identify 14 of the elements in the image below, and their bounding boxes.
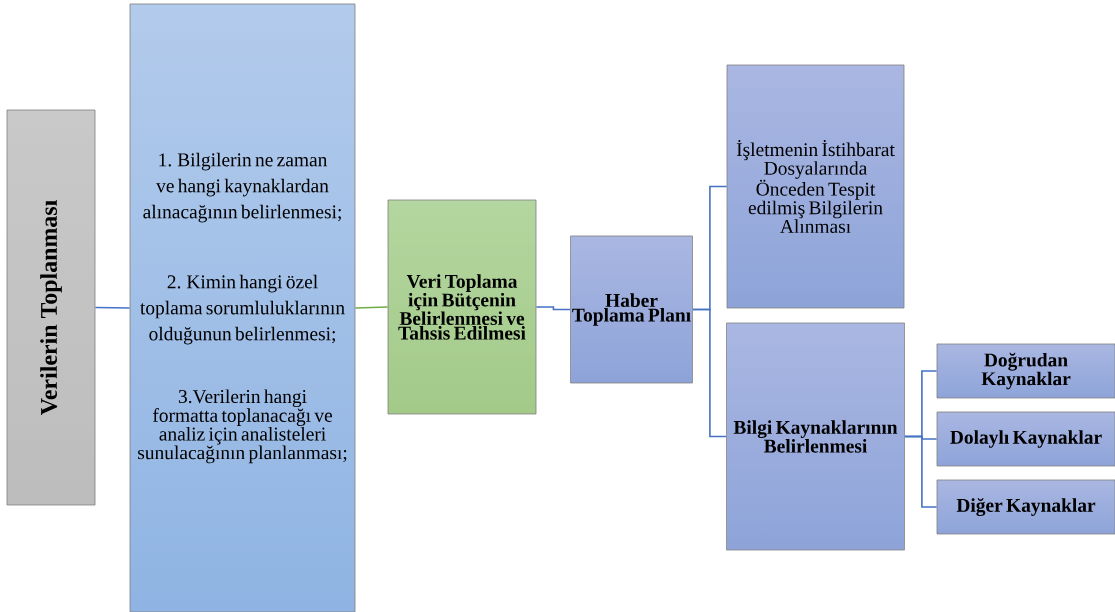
connector: [904, 435, 938, 508]
connector: [354, 306, 389, 309]
title-bar: Verilerin Toplanması: [6, 109, 96, 506]
budget-box: Veri Toplama için Bütçenin Belirlenmesi ve Tahsis Edilmesi: [387, 199, 537, 415]
source-box: Doğrudan Kaynaklar: [936, 343, 1115, 399]
source-box: Dolaylı Kaynaklar: [936, 411, 1115, 467]
connector: [692, 308, 727, 438]
steps-box: 1. Bilgilerin ne zaman ve hangi kaynaklardan alınacağının belirlenmesi; 2. Kimin hangi özel toplama sorumluluklarının olduğunun belirlenmesi; 3.Verilerin hangi formatta toplanacağı ve analiz için analisteleri sunulacağının planlanması;: [129, 3, 356, 612]
sources-box: Bilgi Kaynaklarının Belirlenmesi: [726, 322, 905, 551]
plan-box: Haber Toplama Planı: [570, 235, 693, 384]
connector: [535, 306, 571, 311]
connector: [94, 306, 131, 309]
info-box: İşletmenin İstihbarat Dosyalarında Önceden Tespit edilmiş Bilgilerin Alınması: [726, 64, 905, 309]
source-box: Diğer Kaynaklar: [936, 479, 1115, 535]
